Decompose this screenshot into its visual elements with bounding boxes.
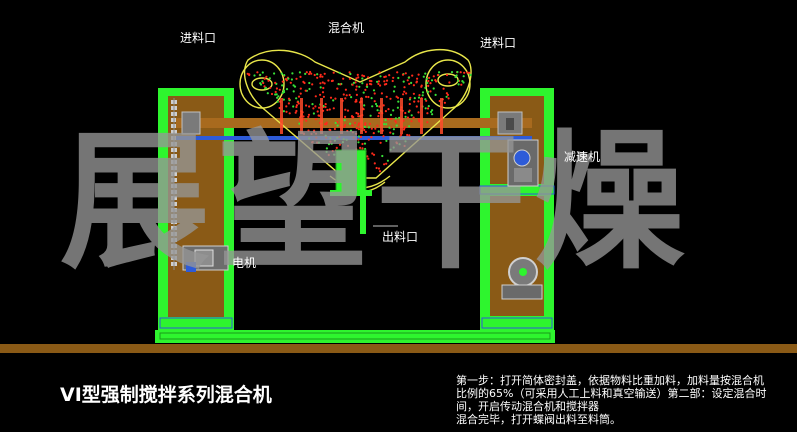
mixer-label: 混合机 <box>328 21 365 35</box>
description-line: 间，开启传动混合机和搅拌器 <box>456 400 599 413</box>
motor-unit <box>182 245 229 272</box>
left-lower-panel <box>168 285 224 317</box>
drive-chain <box>171 98 177 270</box>
inlet-right-label: 进料口 <box>480 36 517 50</box>
inlet-left-label: 进料口 <box>180 31 217 45</box>
description-line: 第一步：打开简体密封盖，依据物料比重加料，加料量按混合机 <box>456 374 764 387</box>
watermark-text: 展望干燥 <box>60 116 693 290</box>
main-shaft <box>176 118 532 128</box>
process-description: 第一步：打开简体密封盖，依据物料比重加料，加料量按混合机 比例的65%（可采用人… <box>456 374 794 426</box>
reducer-gearbox <box>507 139 539 187</box>
drive-pulley <box>501 257 543 300</box>
description-line: 混合完毕，打开蝶阀出料至料筒。 <box>456 413 621 426</box>
page-title: VI型强制搅拌系列混合机 <box>60 384 272 406</box>
description-line: 比例的65%（可采用人工上料和真空输送）第二部：设定混合时 <box>456 387 767 400</box>
material-particles <box>246 70 472 173</box>
motor-label: 电机 <box>232 256 257 270</box>
floor-bar <box>0 344 797 353</box>
outlet-label: 出料口 <box>382 230 419 244</box>
left-bearing <box>181 111 201 135</box>
reducer-label: 减速机 <box>564 150 601 164</box>
discharge-pipe <box>330 149 372 234</box>
base-platform <box>155 330 555 343</box>
